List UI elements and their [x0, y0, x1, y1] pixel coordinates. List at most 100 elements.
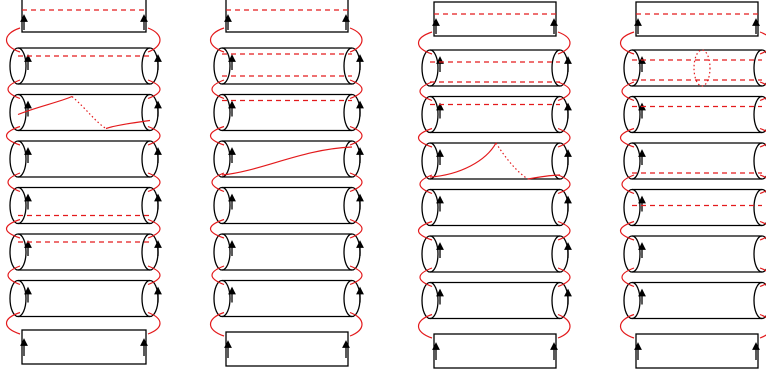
cylinder-right-end	[551, 188, 569, 227]
cylinder-left-end	[9, 47, 27, 85]
cylinder-left-end	[421, 188, 439, 227]
bottom-cap	[433, 333, 557, 369]
right-connector-arc	[349, 27, 363, 53]
right-connector-arc	[557, 31, 571, 55]
cylinder-right-end	[141, 233, 159, 271]
right-connector-arc	[147, 172, 161, 193]
cylinder-right-end	[753, 281, 766, 320]
left-connector-arc	[417, 220, 433, 241]
cylinder-right-end	[551, 142, 569, 180]
cylinder	[9, 47, 162, 85]
left-connector-arc	[419, 267, 433, 288]
cylinder-right-end	[551, 49, 569, 87]
cylinder	[213, 47, 364, 85]
cylinder	[421, 188, 572, 227]
right-connector-arc	[147, 265, 161, 286]
cylinder-left-end	[213, 279, 231, 318]
cylinder-left-end	[9, 186, 27, 225]
left-connector-arc	[619, 220, 635, 241]
twist-curve-front	[105, 119, 151, 130]
cylinder-left-end	[623, 281, 641, 320]
right-connector-arc	[557, 267, 571, 288]
twist-curve-front	[221, 146, 353, 176]
top-cap	[225, 0, 349, 33]
cylinder	[421, 235, 572, 273]
cylinder	[9, 186, 162, 225]
cylinder-right-end	[343, 186, 361, 225]
twist-curve-back	[495, 142, 529, 180]
left-connector-arc	[417, 313, 433, 339]
inner-loop	[693, 49, 711, 87]
right-connector-arc	[147, 79, 161, 100]
cylinder-left-end	[623, 235, 641, 273]
left-connector-arc	[211, 79, 225, 100]
left-connector-arc	[7, 265, 21, 286]
left-connector-arc	[621, 81, 635, 102]
left-connector-arc	[619, 313, 635, 339]
right-connector-arc	[349, 79, 363, 100]
left-connector-arc	[7, 172, 21, 193]
cylinder-right-end	[343, 279, 361, 318]
cylinder-left-end	[213, 140, 231, 178]
twist-curve-front	[527, 174, 561, 180]
right-connector-arc	[759, 81, 766, 102]
top-cap	[433, 1, 557, 37]
left-connector-arc	[209, 125, 225, 146]
cylinder-left-end	[421, 49, 439, 87]
right-connector-arc	[557, 220, 571, 241]
right-connector-arc	[759, 127, 766, 148]
right-connector-arc	[147, 27, 161, 53]
left-connector-arc	[209, 311, 225, 337]
cylinder	[9, 140, 162, 178]
left-connector-arc	[211, 265, 225, 286]
cylinder-left-end	[213, 233, 231, 271]
cylinder-left-end	[421, 142, 439, 180]
left-connector-arc	[5, 125, 21, 146]
cylinder	[623, 49, 766, 87]
cylinder-left-end	[623, 142, 641, 180]
right-connector-arc	[759, 267, 766, 288]
cylinder-right-end	[753, 188, 766, 227]
column-3	[417, 1, 572, 369]
cylinder-right-end	[753, 95, 766, 134]
cylinder-right-end	[551, 281, 569, 320]
cylinder-right-end	[141, 186, 159, 225]
cylinder	[623, 235, 766, 273]
cylinder	[421, 142, 572, 180]
cylinder	[9, 93, 162, 132]
cylinder-right-end	[551, 95, 569, 134]
twist-curve-front	[17, 95, 73, 116]
cylinder	[9, 233, 162, 271]
right-connector-arc	[557, 313, 571, 339]
left-connector-arc	[5, 27, 21, 53]
cylinder	[213, 279, 364, 318]
cylinder-right-end	[141, 279, 159, 318]
right-connector-arc	[557, 127, 571, 148]
left-connector-arc	[209, 27, 225, 53]
left-connector-arc	[417, 127, 433, 148]
left-connector-arc	[5, 218, 21, 239]
cylinder	[623, 95, 766, 134]
top-cap	[21, 0, 147, 33]
column-4	[619, 1, 766, 369]
cylinder-right-end	[551, 235, 569, 273]
cylinder	[213, 233, 364, 271]
cylinder	[213, 140, 364, 178]
cylinder-right-end	[141, 140, 159, 178]
cylinder-right-end	[753, 142, 766, 180]
cylinder	[9, 279, 162, 318]
cylinder	[623, 188, 766, 227]
right-connector-arc	[759, 313, 766, 339]
bottom-cap	[635, 333, 759, 369]
left-connector-arc	[5, 311, 21, 335]
cylinder-left-end	[421, 235, 439, 273]
right-connector-arc	[557, 174, 571, 195]
left-connector-arc	[419, 81, 433, 102]
top-cap	[635, 1, 759, 37]
right-connector-arc	[759, 174, 766, 195]
right-connector-arc	[349, 311, 363, 337]
cylinder-left-end	[421, 95, 439, 134]
bottom-cap	[225, 331, 349, 367]
cylinder	[421, 49, 572, 87]
right-connector-arc	[349, 172, 363, 193]
